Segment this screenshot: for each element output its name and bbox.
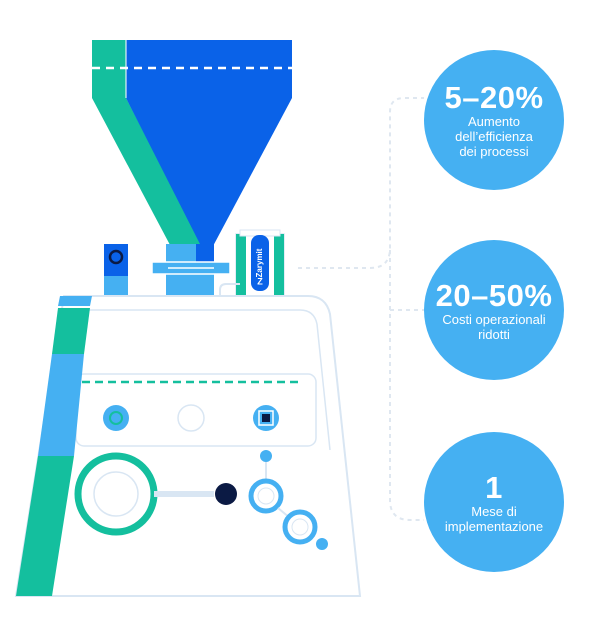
valve-ring-core xyxy=(291,518,309,536)
stat-value: 1 xyxy=(485,469,503,505)
machine-inner-outline xyxy=(76,309,331,451)
stat-label-line: Aumento xyxy=(467,114,521,129)
stat-label-line: Costi operazionali xyxy=(442,311,546,327)
sensor-tower-base xyxy=(104,276,128,296)
stat-value: 20–50% xyxy=(435,277,553,313)
stat-bubble-costs: 20–50% Costi operazionali ridotti xyxy=(424,240,564,380)
indicator-light-inner xyxy=(109,411,123,425)
valve-dot xyxy=(316,538,328,550)
strip-blue xyxy=(38,354,84,456)
strip-teal-bottom xyxy=(16,456,74,596)
knob-navy xyxy=(215,483,237,505)
logo-plate xyxy=(251,235,269,291)
stat-value: 5–20% xyxy=(444,80,544,115)
stat-label-line: ridotti xyxy=(478,326,510,342)
stat-label-line: Mese di xyxy=(471,503,517,519)
valve-dot xyxy=(260,450,272,462)
stat-bubble-efficiency: 5–20% Aumento dell’efficienza dei proces… xyxy=(424,50,564,190)
logo-tower-bar xyxy=(274,234,284,296)
sensor-ring-icon xyxy=(108,249,124,265)
logo-tower-bar xyxy=(236,234,246,296)
strip-top-blue xyxy=(58,296,92,306)
stat-label-line: implementazione xyxy=(444,518,544,534)
valve-ring-core xyxy=(257,487,275,505)
strip-teal xyxy=(52,308,90,354)
connector-line xyxy=(298,97,424,269)
hopper-blue-cone xyxy=(126,98,292,248)
indicator-light-off xyxy=(177,404,205,432)
gauge-dial-inner xyxy=(93,471,139,517)
indicator-light-square-frame xyxy=(258,410,274,426)
connector-line xyxy=(389,250,424,521)
brand-logo-text: Zarymit xyxy=(255,248,264,277)
stat-bubble-implementation: 1 Mese di implementazione xyxy=(424,432,564,572)
hopper-teal-chute xyxy=(92,98,210,260)
indicator-light-blue xyxy=(103,405,129,431)
stat-label-line: dell’efficienza xyxy=(455,129,533,144)
brand-logo-mark-icon: Z xyxy=(257,276,263,286)
indicator-light-square-icon xyxy=(262,414,270,422)
neck-block-dark xyxy=(196,244,214,262)
stat-label-line: dei processi xyxy=(459,144,529,159)
